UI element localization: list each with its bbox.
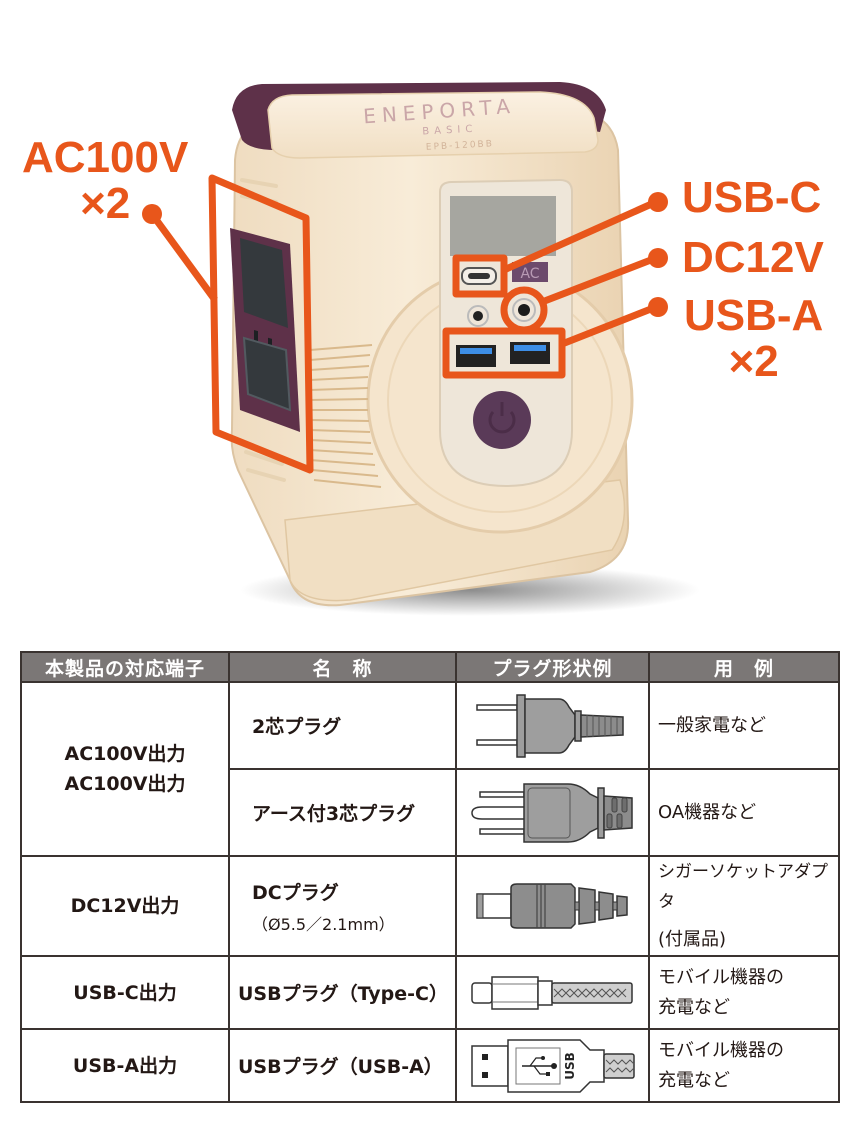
name-cell: 2芯プラグ	[228, 681, 457, 770]
lcd-display	[450, 196, 556, 256]
dc-leader-line	[540, 254, 658, 306]
device-lid	[267, 91, 599, 159]
port-cell: AC100V出力 AC100V出力	[20, 681, 230, 857]
callout-graphics	[149, 174, 658, 474]
plug-cell	[455, 855, 650, 957]
usage-line: (付属品)	[658, 929, 727, 950]
name-cell: DCプラグ （Ø5.5／2.1mm）	[228, 855, 457, 957]
callout-usba-count: ×2	[728, 337, 779, 386]
usb-c-leader-line	[502, 198, 658, 274]
brand-sub: BASIC	[422, 124, 477, 138]
ac-leader-line	[149, 211, 218, 303]
callout-usb-a: USB-A ×2	[684, 294, 823, 384]
callout-ac100v: AC100V ×2	[22, 136, 188, 226]
header-usage: 用 例	[648, 651, 840, 683]
header-port: 本製品の対応端子	[20, 651, 230, 683]
usb-a-leader-line	[560, 303, 658, 348]
usage-line: モバイル機器の	[658, 1039, 784, 1061]
table-row: USB-C出力 USBプラグ（Type-C） モバイル機器の 充電など	[20, 955, 840, 1030]
model-number: EPB-120BB	[426, 139, 494, 153]
dc-leader-dot	[648, 248, 668, 268]
table-row: AC100V出力 AC100V出力 2芯プラグ 一般家電など	[20, 681, 840, 857]
usb-c-highlight-frame	[452, 254, 508, 298]
usb-plug-text: USB	[563, 1052, 577, 1080]
plug-cell	[455, 768, 650, 857]
usb-c-leader-dot	[648, 192, 668, 212]
three-pin-grounded-plug-icon	[470, 782, 633, 843]
header-name: 名 称	[228, 651, 457, 683]
table-row: USB-A出力 USBプラグ（USB-A） USB モバイル機器の	[20, 1028, 840, 1103]
name-cell: USBプラグ（USB-A）	[228, 1028, 457, 1103]
port-label: AC100V出力	[64, 743, 186, 765]
table-header-row: 本製品の対応端子 名 称 プラグ形状例 用 例	[20, 651, 840, 683]
port-compatibility-table: 本製品の対応端子 名 称 プラグ形状例 用 例 AC100V出力 AC100V出…	[20, 651, 840, 1103]
product-illustration: ENEPORTA BASIC EPB-120BB AC	[142, 82, 700, 616]
two-pin-plug-icon	[475, 693, 624, 758]
usb-a-plug-icon: USB	[470, 1038, 635, 1093]
usage-cell: OA機器など	[648, 768, 840, 857]
table-row: アース付3芯プラグ OA機器など	[21, 768, 840, 857]
port-cell: USB-A出力	[20, 1028, 230, 1103]
usage-cell: シガーソケットアダプタ (付属品)	[648, 855, 840, 957]
callout-usb-c: USB-C	[682, 173, 822, 222]
usb-a-leader-dot	[648, 297, 668, 317]
ac-switch-label: AC	[520, 266, 539, 282]
name-cell: アース付3芯プラグ	[228, 768, 457, 857]
port-cell: USB-C出力	[20, 955, 230, 1030]
port-cell: DC12V出力	[20, 855, 230, 957]
usage-cell: モバイル機器の 充電など	[648, 955, 840, 1030]
usage-line: シガーソケットアダプタ	[658, 862, 828, 912]
callout-dc12v: DC12V	[682, 233, 824, 282]
name-cell: USBプラグ（Type-C）	[228, 955, 457, 1030]
callout-ac-label: AC100V	[22, 133, 189, 182]
table-row: DC12V出力 DCプラグ （Ø5.5／2.1mm）	[20, 855, 840, 957]
usage-cell: モバイル機器の 充電など	[648, 1028, 840, 1103]
plug-cell	[455, 681, 650, 770]
callout-usba-label: USB-A	[684, 291, 824, 340]
usage-line: モバイル機器の	[658, 966, 784, 988]
callout-ac-count: ×2	[80, 179, 131, 228]
usb-a-highlight-frame	[442, 327, 566, 379]
ac-highlight-frame	[208, 174, 314, 474]
dc-barrel-plug-icon	[475, 883, 628, 929]
power-icon	[488, 411, 516, 434]
usage-line: 充電など	[658, 1069, 730, 1091]
port-label: AC100V出力	[64, 773, 186, 795]
plug-cell: USB	[455, 1028, 650, 1103]
power-button	[473, 391, 531, 449]
plug-spec: （Ø5.5／2.1mm）	[252, 914, 395, 934]
side-grille	[309, 344, 382, 488]
usage-cell: 一般家電など	[648, 681, 840, 770]
plug-name: DCプラグ	[252, 881, 339, 904]
plug-cell	[455, 955, 650, 1030]
ac-leader-dot	[142, 204, 162, 224]
usb-c-plug-icon	[470, 975, 633, 1010]
usage-line: 充電など	[658, 996, 730, 1018]
ac-switch	[512, 262, 548, 282]
header-plug-shape: プラグ形状例	[455, 651, 650, 683]
